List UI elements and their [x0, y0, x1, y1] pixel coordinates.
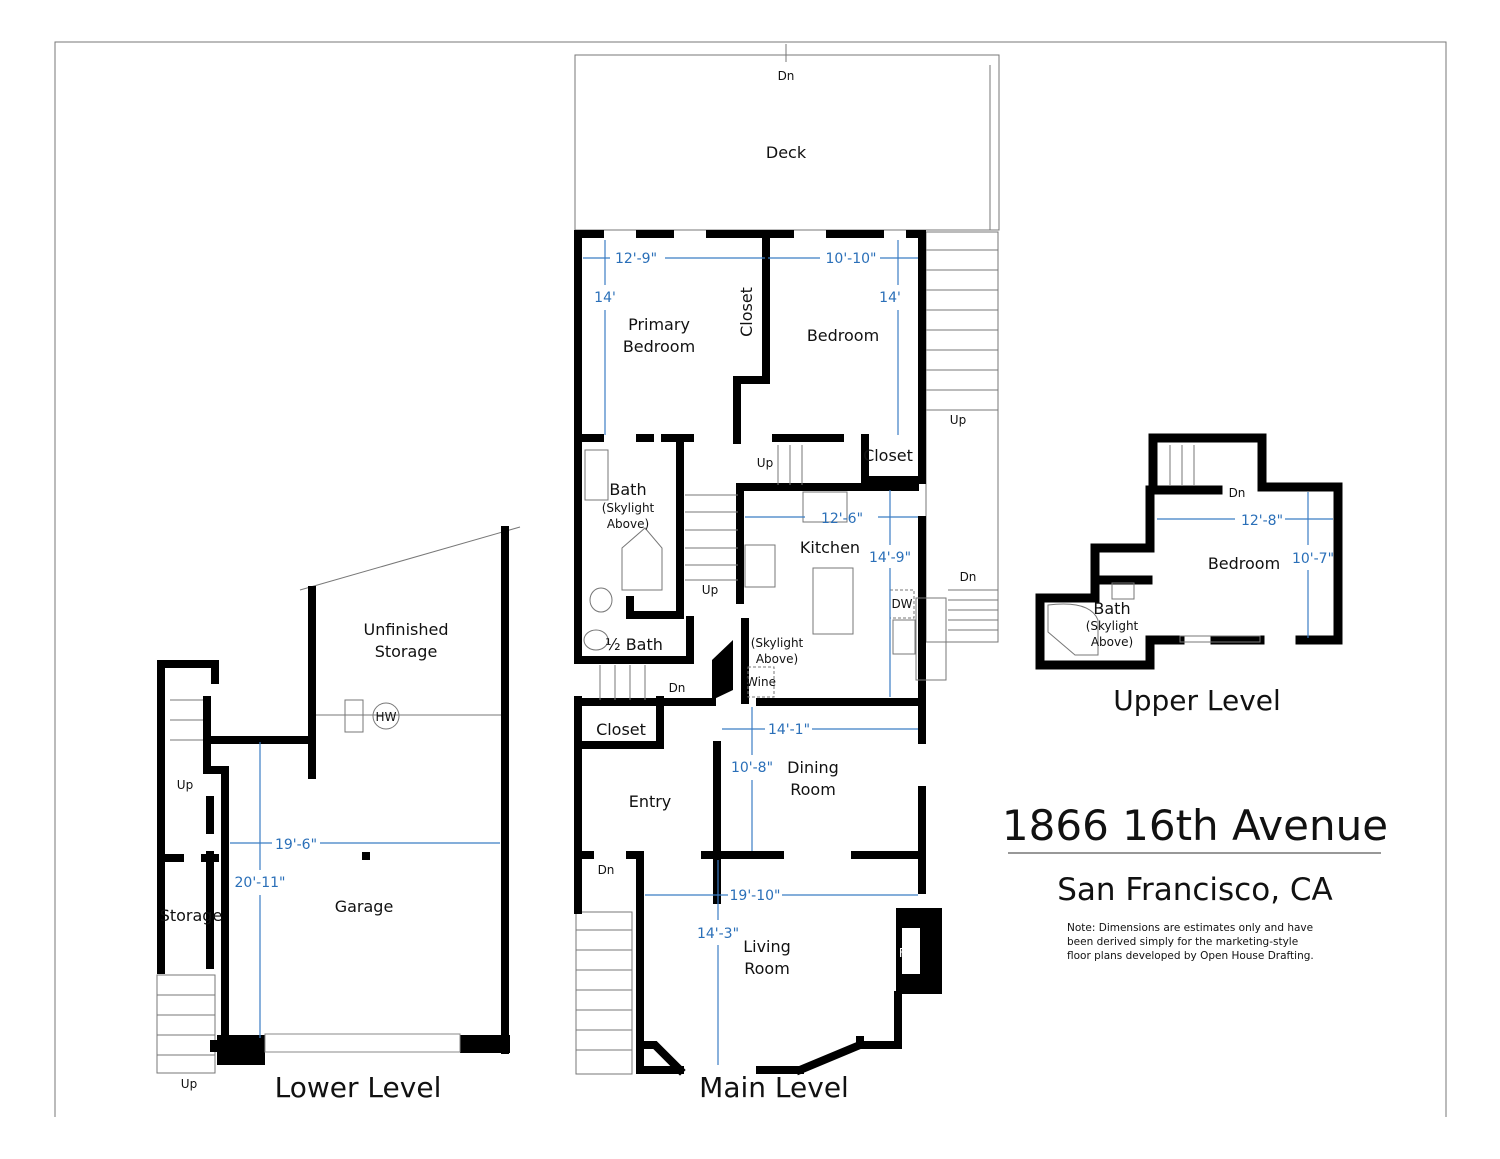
- dim-bedroom-width: 10'-10": [826, 251, 877, 267]
- wine-label: Wine: [746, 675, 776, 689]
- marker-up-lower-exterior: Up: [181, 1077, 197, 1091]
- water-heater: [372, 702, 400, 730]
- water-heater-box: [344, 699, 364, 733]
- marker-up-main-stair: Up: [702, 583, 718, 597]
- lower-exterior-stair: [156, 974, 216, 1074]
- dim-primary-width: 12'-9": [615, 251, 657, 267]
- dim-living-height: 14'-3": [697, 926, 739, 942]
- main-dimension-lines: [583, 240, 918, 1065]
- shower: [621, 527, 663, 591]
- disclaimer-line-2: been derived simply for the marketing-st…: [1067, 936, 1298, 948]
- room-unfinished-storage: Unfinished: [364, 620, 449, 639]
- disclaimer-line-3: floor plans developed by Open House Draf…: [1067, 950, 1314, 962]
- room-garage: Garage: [335, 897, 394, 916]
- level-label-upper: Upper Level: [1113, 684, 1281, 717]
- room-deck: Deck: [766, 143, 807, 162]
- room-storage: Storage: [160, 906, 223, 925]
- room-half-bath: ½ Bath: [605, 635, 663, 654]
- property-city: San Francisco, CA: [1057, 872, 1333, 908]
- toilet: [583, 629, 609, 651]
- room-bath-line2: (Skylight: [602, 501, 655, 515]
- room-living-line2: Room: [744, 959, 790, 978]
- room-closet-primary: Closet: [737, 287, 756, 337]
- kitchen-island: [812, 567, 854, 635]
- upper-bathtub: [1047, 603, 1099, 656]
- room-dining-line2: Room: [790, 780, 836, 799]
- marker-up-lower: Up: [177, 778, 193, 792]
- room-upper-bath: Bath: [1093, 599, 1130, 618]
- kitchen-sink: [892, 619, 916, 655]
- dim-upper-height: 10'-7": [1292, 551, 1334, 567]
- room-bedroom: Bedroom: [807, 326, 879, 345]
- room-unfinished-storage-line2: Storage: [375, 642, 438, 661]
- marker-dn-upper: Dn: [1229, 486, 1246, 500]
- room-upper-bath-line2: (Skylight: [1086, 619, 1139, 633]
- garage-post: [362, 852, 370, 860]
- room-upper-bedroom: Bedroom: [1208, 554, 1280, 573]
- lower-level: 19'-6" 20'-11" Unfinished Storage Garage…: [156, 526, 521, 1104]
- page-border: [54, 41, 1447, 1117]
- room-bath-line3: Above): [607, 517, 649, 531]
- marker-dn-basement: Dn: [669, 681, 686, 695]
- stove: [802, 491, 848, 523]
- toilet: [589, 587, 613, 613]
- fireplace-label: FP: [899, 946, 913, 960]
- marker-dn-front: Dn: [598, 863, 615, 877]
- hw-label: HW: [376, 710, 397, 724]
- room-kitchen: Kitchen: [800, 538, 860, 557]
- dishwasher-label: DW: [891, 597, 912, 611]
- dim-kitchen-width: 12'-6": [821, 511, 863, 527]
- dim-kitchen-height: 14'-9": [869, 550, 911, 566]
- title-block: 1866 16th Avenue San Francisco, CA Note:…: [1002, 801, 1388, 962]
- dim-upper-width: 12'-8": [1241, 513, 1283, 529]
- dim-primary-height: 14': [594, 290, 616, 306]
- marker-up-stair: Up: [757, 456, 773, 470]
- front-stair: [575, 911, 633, 1075]
- skylight-label: (Skylight: [751, 636, 804, 650]
- dim-living-width: 19'-10": [730, 888, 781, 904]
- dim-dining-height: 10'-8": [731, 760, 773, 776]
- marker-dn-exterior: Dn: [960, 570, 977, 584]
- main-level: 12'-9" 14' 10'-10" 14' 12'-6" 14'-9" 14'…: [574, 44, 1000, 1104]
- dim-bedroom-height: 14': [879, 290, 901, 306]
- room-bath: Bath: [609, 480, 646, 499]
- disclaimer-line-1: Note: Dimensions are estimates only and …: [1067, 922, 1313, 934]
- dim-garage-height: 20'-11": [235, 875, 286, 891]
- main-dimension-labels: 12'-9" 14' 10'-10" 14' 12'-6" 14'-9" 14'…: [594, 251, 911, 942]
- level-label-main: Main Level: [699, 1071, 849, 1104]
- room-closet-entry: Closet: [596, 720, 646, 739]
- marker-dn-deck: Dn: [778, 69, 795, 83]
- upper-level: 12'-8" 10'-7" Bedroom Bath (Skylight Abo…: [1035, 433, 1343, 717]
- skylight-label-line2: Above): [756, 652, 798, 666]
- dim-garage-width: 19'-6": [275, 837, 317, 853]
- room-primary-bedroom: Primary: [628, 315, 690, 334]
- room-living: Living: [743, 937, 791, 956]
- room-dining: Dining: [787, 758, 839, 777]
- marker-up-exterior: Up: [950, 413, 966, 427]
- room-entry: Entry: [629, 792, 672, 811]
- property-address: 1866 16th Avenue: [1002, 801, 1388, 850]
- room-primary-bedroom-line2: Bedroom: [623, 337, 695, 356]
- room-upper-bath-line3: Above): [1091, 635, 1133, 649]
- level-label-lower: Lower Level: [275, 1071, 442, 1104]
- dim-dining-width: 14'-1": [768, 722, 810, 738]
- room-closet-kitchen: Closet: [863, 446, 913, 465]
